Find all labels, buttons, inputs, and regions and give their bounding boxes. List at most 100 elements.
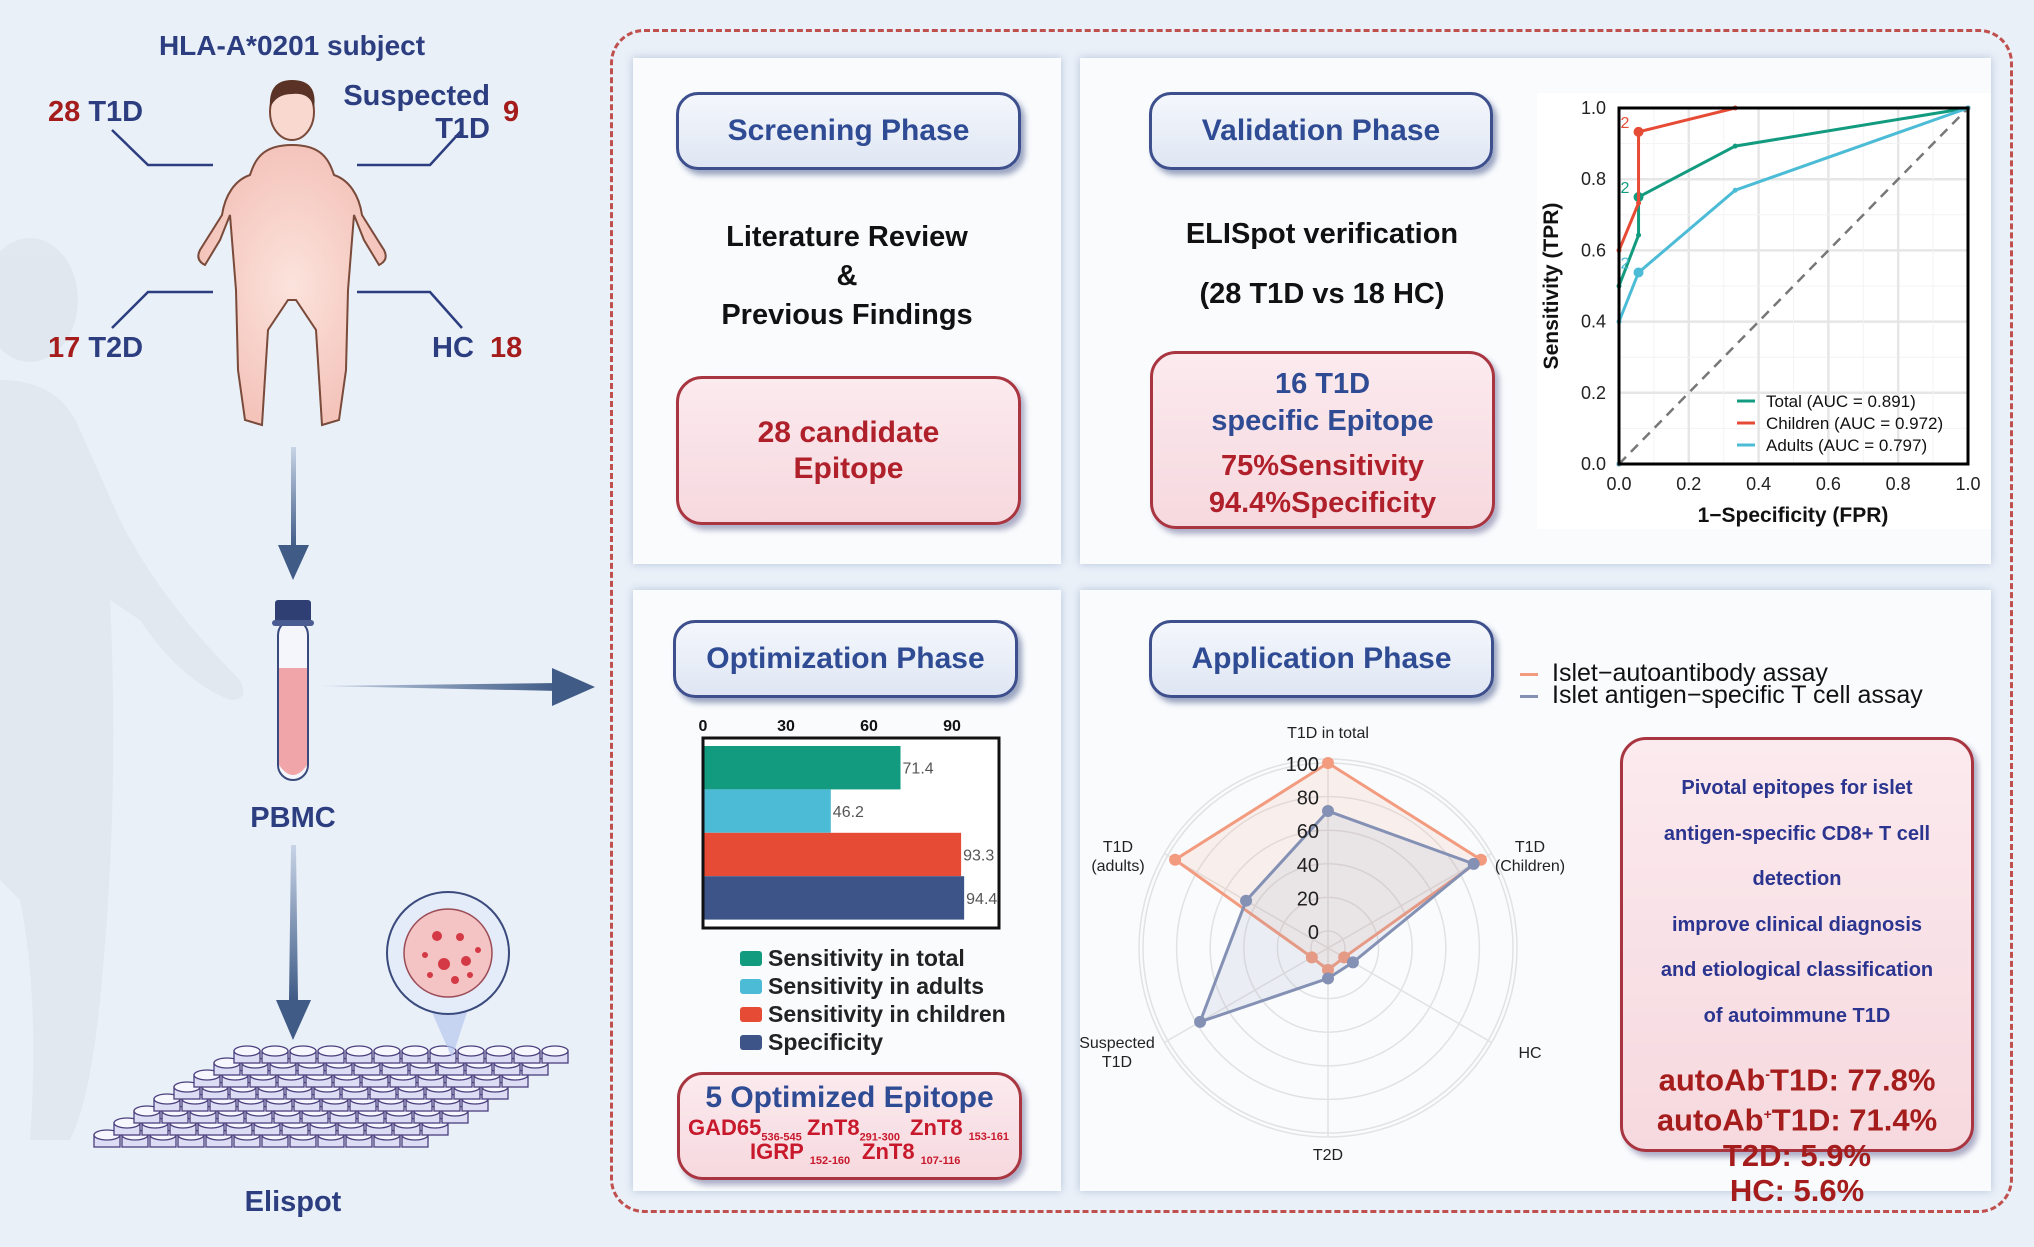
radar-point xyxy=(1169,853,1182,866)
optimized-epitope-box: 5 Optimized Epitope GAD65536-545 ZnT8291… xyxy=(677,1072,1022,1180)
r-tick-label: 40 xyxy=(1297,855,1319,877)
axis-label: Suspected xyxy=(1079,1035,1155,1052)
x-tick-label: 0 xyxy=(699,718,708,735)
y-tick-label: 0.6 xyxy=(1581,240,1606,260)
y-tick-label: 0.0 xyxy=(1581,454,1606,474)
subject-title: HLA-A*0201 subject xyxy=(158,30,426,61)
axis-label: T1D xyxy=(1515,839,1545,856)
legend-item: Sensitivity in children xyxy=(740,1000,1006,1028)
radar-point xyxy=(1240,894,1253,907)
radar-point xyxy=(1346,956,1359,969)
x-tick-label: 60 xyxy=(860,718,878,735)
count: 28 xyxy=(48,96,81,128)
roc-point-label: 2 xyxy=(1621,180,1630,197)
specific-epitope-box: 16 T1D specific Epitope 75%Sensitivity 9… xyxy=(1150,351,1495,529)
validation-phase-button[interactable]: Validation Phase xyxy=(1149,92,1493,170)
elispot-label: Elispot xyxy=(244,1186,342,1218)
pbmc-tube-icon xyxy=(272,600,314,781)
axis-label: HC xyxy=(1518,1045,1541,1062)
well xyxy=(233,1045,261,1057)
group-t1d: 28 T1D xyxy=(48,96,143,129)
well xyxy=(261,1045,289,1057)
well xyxy=(541,1045,569,1057)
legend-label: Sensitivity in children xyxy=(768,1001,1006,1027)
screening-phase-button[interactable]: Screening Phase xyxy=(676,92,1021,170)
label: T1D xyxy=(88,96,144,128)
group-hc: HC 18 xyxy=(432,332,522,365)
legend-swatch xyxy=(740,1007,762,1022)
radar-point xyxy=(1194,1015,1207,1028)
background-silhouette xyxy=(0,238,244,1140)
r-tick-label: 80 xyxy=(1297,788,1319,810)
r-tick-label: 0 xyxy=(1308,922,1319,944)
radar-axis xyxy=(1164,947,1329,1043)
legend-label: Sensitivity in total xyxy=(768,945,965,971)
count: 17 xyxy=(48,332,81,364)
diagonal-reference-line xyxy=(1618,107,1969,465)
radar-point xyxy=(1322,757,1334,769)
x-tick-label: 90 xyxy=(943,718,961,735)
well xyxy=(485,1045,513,1057)
workflow-frame xyxy=(610,29,2013,1213)
text-line: specific Epitope xyxy=(1211,405,1434,437)
radar-point xyxy=(1322,964,1334,977)
specificity-value: 94.4%Specificity xyxy=(1208,487,1437,519)
application-phase-button[interactable]: Application Phase xyxy=(1149,620,1494,698)
text-line: 28 candidate xyxy=(757,416,940,449)
radar-point xyxy=(1305,951,1318,964)
plot-border xyxy=(1617,106,1970,466)
legend-item: Islet antigen−specific T cell assay xyxy=(1520,683,1923,708)
text-line: & xyxy=(836,260,858,292)
well xyxy=(345,1045,373,1057)
bar-value-label: 46.2 xyxy=(833,804,864,821)
legend-item: Sensitivity in total xyxy=(740,944,1006,972)
radar-point xyxy=(1467,857,1480,870)
axis-label: T2D xyxy=(1313,1147,1343,1164)
bar-value-label: 93.3 xyxy=(963,848,994,865)
result-autoab-pos: autoAb+T1D: 71.4% xyxy=(1656,1102,1938,1138)
sensitivity-value: 75%Sensitivity xyxy=(1220,450,1425,482)
legend-item: Specificity xyxy=(740,1028,1006,1056)
legend-label: Sensitivity in adults xyxy=(768,973,984,999)
legend-item: Sensitivity in adults xyxy=(740,972,1006,1000)
optimization-phase-button[interactable]: Optimization Phase xyxy=(673,620,1018,698)
roc-point xyxy=(1732,143,1738,149)
bar-2 xyxy=(703,832,962,877)
well xyxy=(317,1045,345,1057)
label: T1D xyxy=(435,113,490,145)
legend-swatch xyxy=(740,951,762,966)
y-tick-label: 1.0 xyxy=(1581,98,1606,118)
pbmc-label: PBMC xyxy=(250,802,336,834)
roc-optimal-point xyxy=(1633,126,1644,137)
text-line: 16 T1D xyxy=(1274,368,1371,400)
r-tick-label: 20 xyxy=(1297,888,1319,910)
well xyxy=(457,1045,485,1057)
y-tick-label: 0.2 xyxy=(1581,383,1606,403)
axis-label: T1D xyxy=(1103,839,1133,856)
x-tick-label: 0.2 xyxy=(1676,474,1701,494)
x-tick-label: 0.0 xyxy=(1606,474,1631,494)
result-t2d: T2D: 5.9% xyxy=(1722,1137,1872,1173)
result-values: autoAb-T1D: 77.8% autoAb+T1D: 71.4% T2D:… xyxy=(1623,1057,1971,1207)
well xyxy=(513,1045,541,1057)
axis-label: T1D in total xyxy=(1287,725,1369,742)
y-axis-title: Sensitivity (TPR) xyxy=(1540,203,1563,370)
epitope: ZnT8291-300 xyxy=(807,1115,900,1144)
cohort-text: (28 T1D vs 18 HC) xyxy=(1199,278,1445,310)
text-line: Literature Review xyxy=(726,221,968,253)
y-tick-label: 0.4 xyxy=(1581,312,1606,332)
well xyxy=(401,1045,429,1057)
text-line: Epitope xyxy=(793,452,904,485)
bar-0 xyxy=(703,746,901,790)
y-tick-label: 0.8 xyxy=(1581,169,1606,189)
radar-legend: Islet−autoantibody assay Islet antigen−s… xyxy=(1520,661,1923,708)
result-autoab-neg: autoAb-T1D: 77.8% xyxy=(1658,1062,1936,1098)
roc-point-label: 2 xyxy=(1621,115,1630,132)
legend-label: Total (AUC = 0.891) xyxy=(1766,392,1916,411)
